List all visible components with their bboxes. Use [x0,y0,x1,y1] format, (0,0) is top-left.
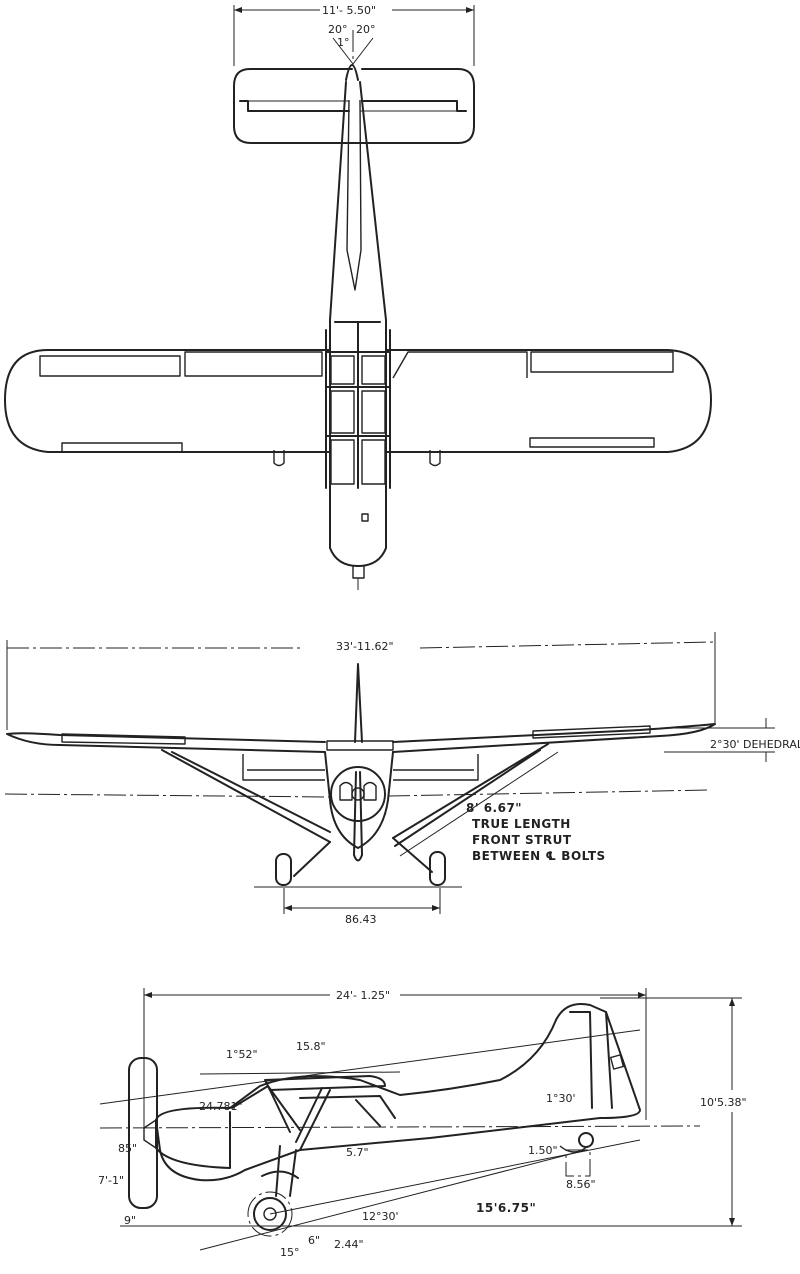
strut-right [392,743,549,847]
elevator-hinge-line [239,100,467,112]
dihedral-label: 2°30' DEHEDRAL [710,738,800,751]
wing-front [6,723,716,753]
fuselage-front [324,751,394,849]
windshield-angle-label: 1°52" [226,1048,258,1061]
tailwheel-dim-label: 1.50" [528,1144,558,1157]
engine-dim-label: 7'-1" [98,1174,124,1187]
engine-cowl-top [329,487,387,567]
strut-note-3: BETWEEN ℄ BOLTS [472,849,606,863]
tailwheel-dim2-label: 8.56" [566,1178,596,1191]
length-label: 24'- 1.25" [336,989,390,1002]
axle-dim2-label: 2.44" [334,1238,364,1251]
fuselage-top [329,81,387,489]
left-wheel [275,853,292,886]
height-label: 10'5.38" [700,1096,747,1109]
strut-note-1: TRUE LENGTH [472,817,571,831]
right-wheel [429,851,446,886]
rudder-angle-right-label: 20° [356,23,376,36]
cabin-dim-label: 15.8" [296,1040,326,1053]
engine-cowl-side [155,1111,231,1169]
tail-wheel-side [578,1132,594,1148]
main-gear-side [261,1145,299,1197]
propeller-front [353,771,363,862]
wing-chord-offset-label: 24.781" [199,1100,243,1113]
tread-label: 86.43 [345,913,377,926]
front-view: 33'-11.62" 2°30' DEHEDRAL 8 [4,632,800,926]
top-view: 11'- 5.50" 20° 20° 1° [4,4,712,590]
strut-note-2: FRONT STRUT [472,833,572,847]
prop-dia-label: 85" [118,1142,137,1155]
stabilizer-outline [233,68,475,144]
stab-incidence-label: 1°30' [546,1092,576,1105]
cabin-frame [325,321,391,489]
wing-side [264,1075,386,1091]
fin-front [354,663,363,743]
gear-angle-label: 15° [280,1246,300,1259]
main-wheel-side [253,1197,287,1231]
stabilizer-span-label: 11'- 5.50" [322,4,376,17]
rudder-angle-left-label: 20° [328,23,348,36]
rudder-outline [345,64,359,81]
cabin-windows [231,1085,396,1151]
axle-dim-label: 6" [308,1234,320,1247]
wheelbase-label: 15'6.75" [476,1201,536,1215]
wing-span-label: 33'-11.62" [336,640,394,653]
ground-angle-label: 12°30' [362,1210,399,1223]
rudder-offset-label: 1° [337,36,350,49]
prop-clearance-label: 9" [124,1214,136,1227]
strut-length-label: 8' 6.67" [466,801,522,815]
wing-outline [4,349,712,453]
gear-dim-label: 5.7" [346,1146,369,1159]
side-view: 24'- 1.25" 10'5.38" [98,988,747,1259]
propeller-side [128,1057,158,1209]
